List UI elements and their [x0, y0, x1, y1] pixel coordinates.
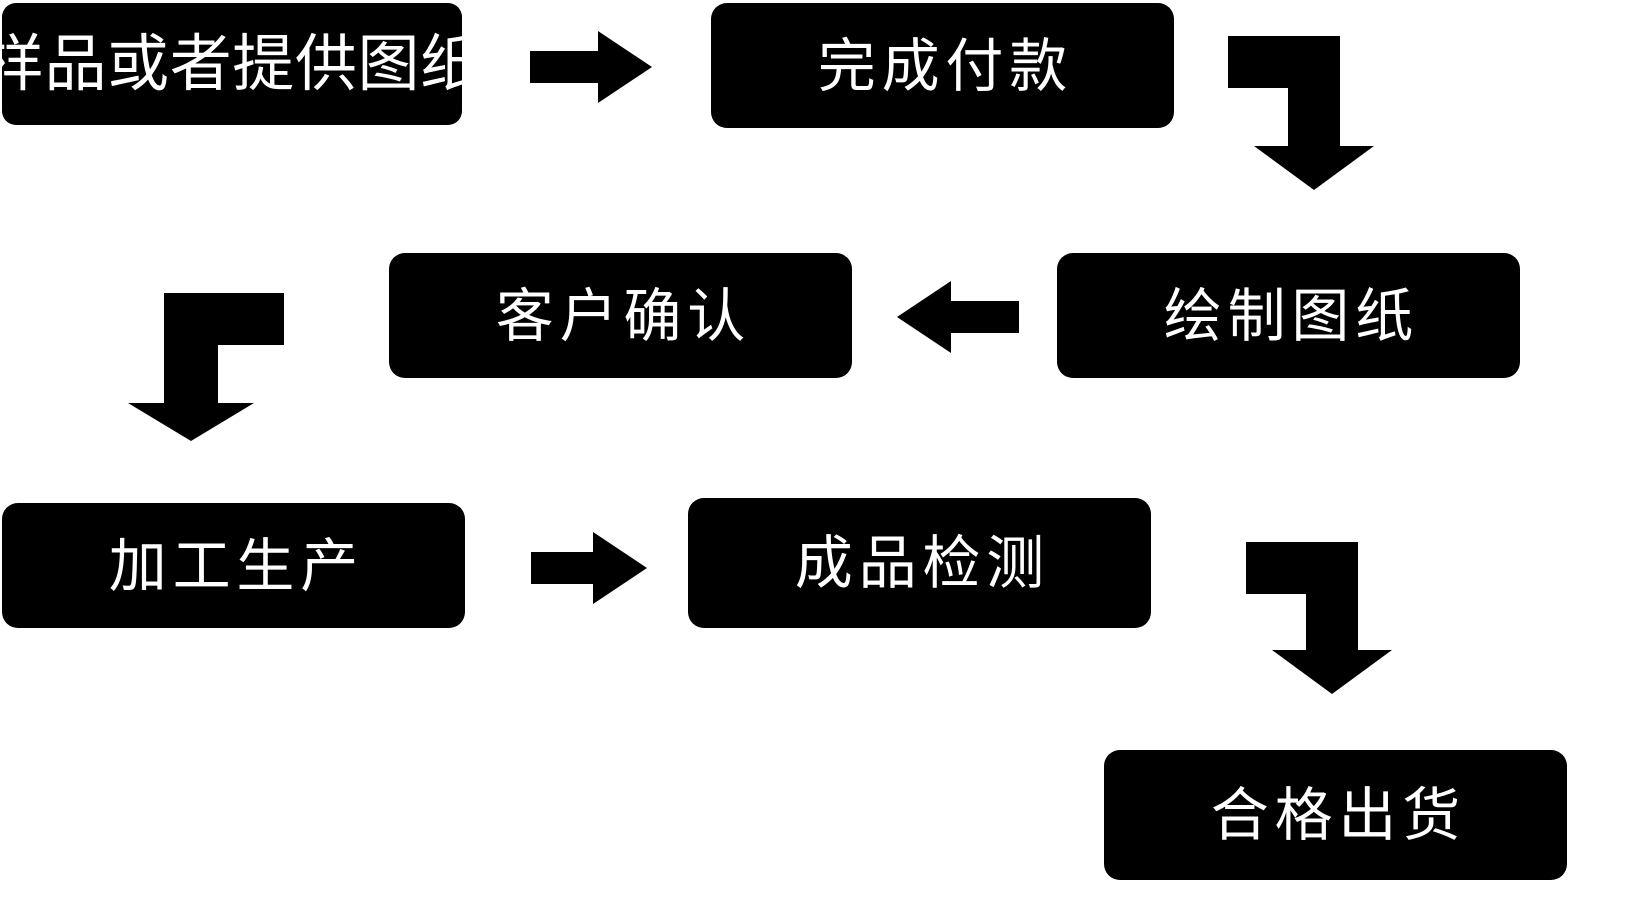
arrow-elbow-inspection-to-shipment [1246, 542, 1402, 694]
flow-node-finished-inspection[interactable]: 成品检测 [688, 498, 1151, 628]
flow-node-complete-payment[interactable]: 完成付款 [711, 3, 1174, 128]
flow-node-draw-blueprint[interactable]: 绘制图纸 [1057, 253, 1520, 378]
arrow-elbow-payment-to-draw [1228, 36, 1388, 190]
arrow-right-glyph [531, 532, 647, 604]
arrow-elbow-down-glyph [1246, 542, 1392, 694]
arrow-elbow-down-glyph [1228, 36, 1374, 190]
flow-node-qualified-shipment[interactable]: 合格出货 [1104, 750, 1567, 880]
arrow-elbow-confirm-to-production [116, 293, 284, 441]
flow-node-production[interactable]: 加工生产 [2, 503, 465, 628]
arrow-elbow-down-glyph [128, 293, 284, 441]
arrow-right-production-to-inspection [531, 532, 647, 604]
arrow-right-sample-to-payment [530, 31, 652, 103]
arrow-left-glyph [897, 281, 1019, 353]
flow-node-sample-or-drawing[interactable]: 样品或者提供图纸 [0, 3, 482, 125]
arrow-left-draw-to-confirm [897, 281, 1019, 353]
flow-node-customer-confirm[interactable]: 客户确认 [389, 253, 852, 378]
arrow-right-glyph [530, 31, 652, 103]
